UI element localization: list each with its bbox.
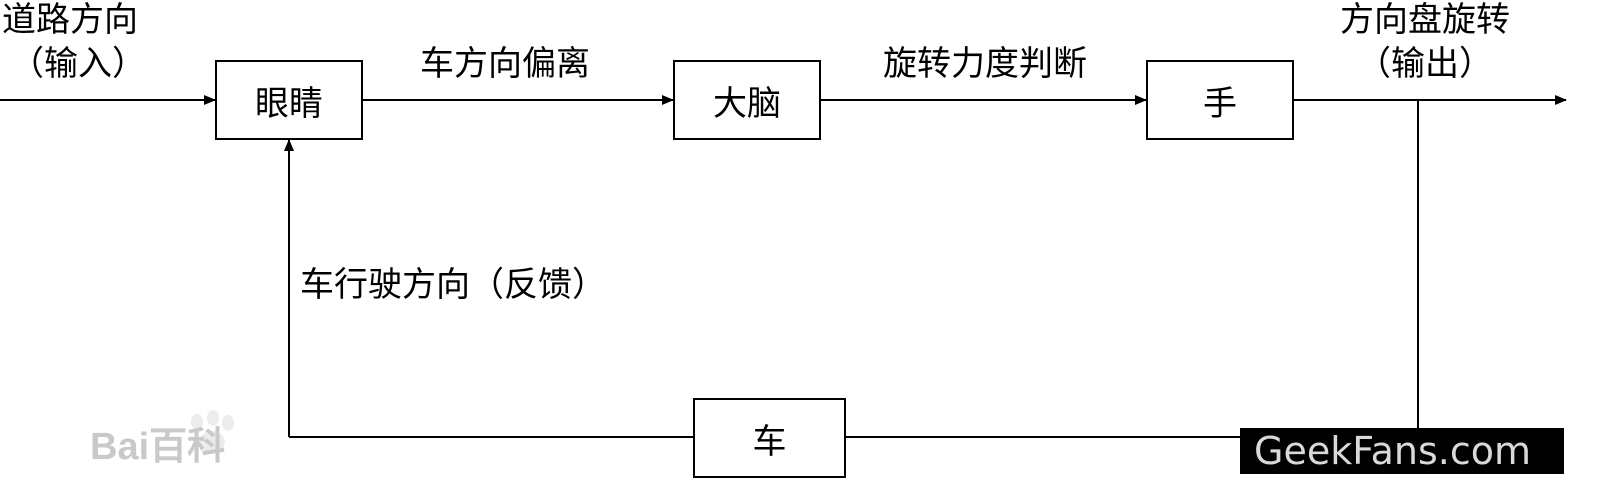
- output-label-line2: （输出）: [1357, 44, 1493, 84]
- input-label-line1: 道路方向: [2, 0, 138, 40]
- eyes-label: 眼睛: [255, 83, 323, 124]
- hand-label: 手: [1203, 83, 1237, 124]
- brain-label: 大脑: [713, 83, 781, 124]
- feedback-label: 车行驶方向（反馈）: [300, 265, 606, 305]
- force-judgement-label: 旋转力度判断: [883, 44, 1087, 84]
- baidu-watermark: Bai百科: [90, 426, 226, 468]
- baidu-paw-logo: [191, 410, 234, 453]
- geekfans-watermark: GeekFans.com: [1240, 428, 1564, 474]
- input-label-line2: （输入）: [10, 44, 146, 84]
- eyes-block: 眼睛: [215, 60, 363, 140]
- deviation-label: 车方向偏离: [420, 44, 590, 84]
- car-label: 车: [752, 421, 787, 462]
- output-label-line1: 方向盘旋转: [1340, 0, 1510, 40]
- hand-block: 手: [1146, 60, 1294, 140]
- brain-block: 大脑: [673, 60, 821, 140]
- car-block: 车: [693, 398, 846, 478]
